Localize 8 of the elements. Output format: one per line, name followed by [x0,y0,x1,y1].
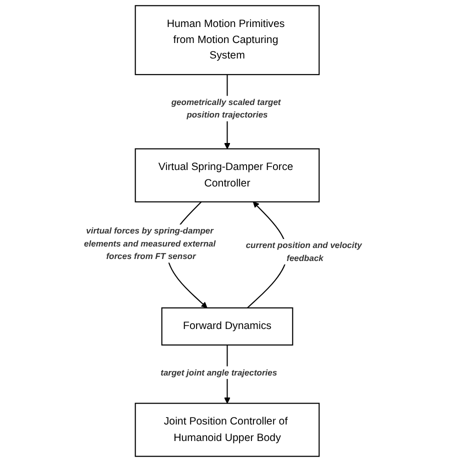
node-box: Human Motion Primitives from Motion Capturing System [134,5,320,76]
node-box: Joint Position Controller of Humanoid Upper Body [134,402,320,457]
edge-label: virtual forces by spring-damper elements and measured external forces from FT sensor [84,226,216,262]
node-box: Forward Dynamics [161,307,294,346]
edge-label: geometrically scaled target position trajectories [171,97,281,120]
node-box: Virtual Spring-Damper Force Controller [134,148,320,202]
edge-label: target joint angle trajectories [160,368,278,378]
edge-label: current position and velocity feedback [246,240,362,263]
